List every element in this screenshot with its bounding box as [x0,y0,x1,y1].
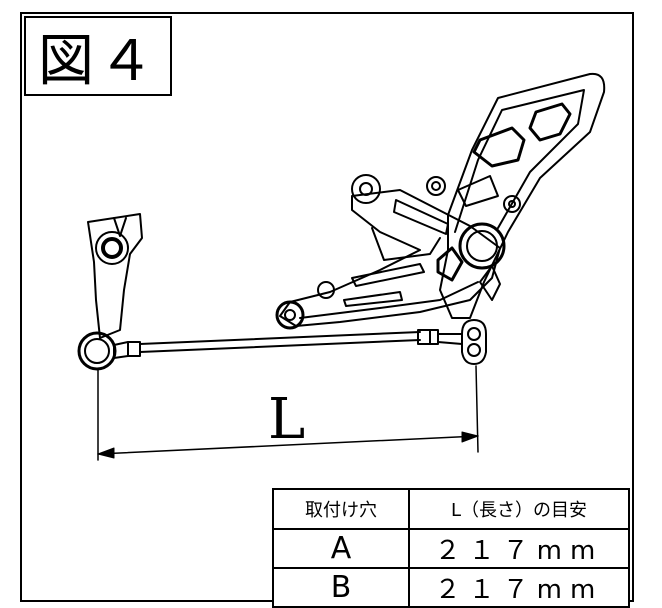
cell-length: ２１７mm [408,528,630,569]
main-pivot-outer [458,222,506,270]
peg-pivot-outer [275,300,305,330]
rod-end-eye-inner [84,338,110,364]
heel-plate-cutout-2 [528,102,572,142]
dim-arrow-right [461,431,479,443]
table-row: B ２１７mm [272,567,630,608]
bracket-slot-lower [343,291,403,307]
rod-end-right [429,329,439,345]
heel-plate-inner-edge [454,89,585,233]
table-header-row: 取付け穴 L（長さ）の目安 [272,488,630,530]
dim-arrow-left [97,447,115,459]
bracket-lower-edge [299,281,479,319]
shift-lever-arm [87,213,143,339]
mount-boss-upper-left [351,174,381,204]
mount-boss-right [503,195,521,213]
dim-extension-right [475,365,479,453]
bracket-bar [393,199,449,235]
heel-plate-cutout-1 [472,126,526,168]
table-row: A ２１７mm [272,528,630,569]
heel-plate-slot [457,175,499,207]
hole-b [467,343,481,357]
shift-rod-bottom [139,339,421,353]
bracket-body [279,189,501,327]
mount-boss-right-hole [508,200,516,208]
hole-a [467,327,481,341]
dim-line [97,435,479,455]
hole-lug [461,319,487,365]
header-length-guide: L（長さ）の目安 [408,488,630,530]
main-pivot-inner [466,230,498,262]
hole-length-table: 取付け穴 L（長さ）の目安 A ２１７mm B ２１７mm [272,488,630,608]
cell-hole: A [272,528,410,569]
mount-boss-center-hole [431,181,441,191]
linkage-boss [317,281,335,299]
bracket-web [371,227,441,261]
bracket-cutout [436,246,464,282]
shift-rod-top [139,331,421,345]
bracket-tab [479,265,501,301]
mount-boss-center [426,176,446,196]
shift-lever-pivot-inner [101,237,123,259]
figure-label: 図４ [24,16,172,96]
peg-pivot-inner [284,309,296,321]
rod-end-right-link [437,333,463,345]
shift-lever-pivot-outer [95,231,129,265]
header-mounting-hole: 取付け穴 [272,488,410,530]
bracket-slot-upper [351,263,425,287]
cell-length: ２１７mm [408,567,630,608]
cell-hole: B [272,567,410,608]
shift-lever-notch [113,217,127,237]
rod-nut-left [127,341,141,357]
heel-plate-outline [439,72,606,319]
dimension-label-l: L [268,387,306,452]
